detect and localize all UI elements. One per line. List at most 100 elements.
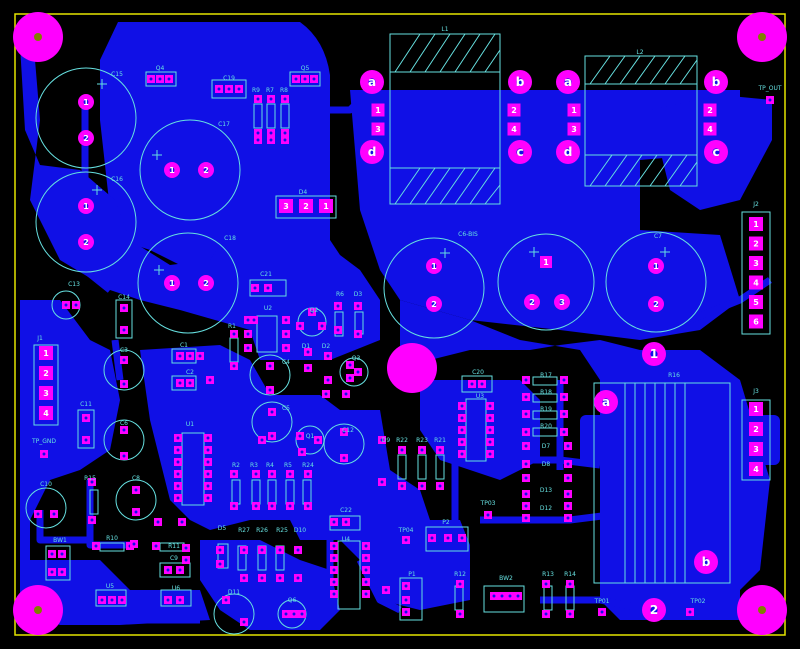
label-d13: D13	[540, 487, 552, 494]
label-d12: D12	[540, 505, 552, 512]
pin-number: 1	[653, 262, 659, 271]
label-c4: C4	[282, 359, 290, 366]
pad	[540, 256, 552, 268]
label-u2: U2	[264, 305, 272, 312]
pad	[299, 199, 313, 213]
pin-number: d	[368, 145, 377, 159]
silkscreen-labels: C15C16C17C18C19C21C14C13C11C10C1C2C3C4C5…	[31, 26, 782, 605]
label-q4: Q4	[156, 65, 165, 72]
pad	[39, 406, 53, 420]
label-c16: C16	[111, 176, 123, 183]
label-r21: R21	[434, 437, 446, 444]
label-c2: C2	[186, 369, 194, 376]
label-d8: D8	[542, 461, 551, 468]
pin-number: a	[602, 395, 610, 409]
pin-number: 2	[431, 300, 437, 309]
pin-number: 2	[753, 425, 759, 434]
label-c11: C11	[80, 401, 92, 408]
pad	[371, 122, 385, 136]
pin-number: 4	[753, 278, 759, 287]
label-j2: J2	[752, 201, 759, 208]
pin-number: 2	[707, 106, 713, 115]
heatsink-pad	[387, 343, 437, 393]
label-c19: C19	[223, 75, 235, 82]
label-r19: R19	[540, 406, 552, 413]
label-r20: R20	[540, 423, 552, 430]
label-q3: Q3	[352, 355, 361, 362]
pin-number: 1	[83, 202, 89, 211]
label-tp_gnd: TP_GND	[31, 438, 56, 445]
label-d7: D7	[542, 443, 551, 450]
pad	[567, 103, 581, 117]
pin-number: 6	[753, 317, 759, 326]
label-r17: R17	[540, 372, 552, 379]
pad	[567, 122, 581, 136]
label-r2: R2	[232, 462, 240, 469]
pad	[749, 402, 763, 416]
pin-number: 3	[753, 259, 759, 268]
label-c18: C18	[224, 235, 236, 242]
pin-number: 3	[283, 202, 289, 211]
label-bw1: BW1	[53, 537, 67, 544]
pad	[279, 199, 293, 213]
label-j1: J1	[36, 335, 43, 342]
label-r3: R3	[250, 462, 258, 469]
pad	[507, 122, 521, 136]
label-l2: L2	[636, 49, 643, 56]
pin-number: 1	[650, 347, 658, 361]
pin-number: 1	[43, 349, 49, 358]
pin-number: 1	[753, 405, 759, 414]
capacitor-outlines	[25, 67, 707, 635]
pin-number: c	[712, 145, 719, 159]
label-tp02: TP02	[690, 598, 706, 605]
label-c3: C3	[120, 347, 128, 354]
pad	[749, 217, 763, 231]
label-r22: R22	[396, 437, 408, 444]
label-bw2: BW2	[499, 575, 513, 582]
label-r10: R10	[106, 535, 118, 542]
label-c14: C14	[118, 294, 130, 301]
label-d4: D4	[299, 189, 308, 196]
pin-number: 1	[571, 106, 577, 115]
label-q6: Q6	[288, 597, 297, 604]
label-r11: R11	[168, 543, 180, 550]
label-j3: J3	[752, 388, 759, 395]
trace-layer	[36, 87, 772, 624]
label-d1: D1	[302, 343, 311, 350]
pin-number: d	[564, 145, 573, 159]
label-u5: U5	[106, 583, 114, 590]
label-r5: R5	[284, 462, 292, 469]
label-u1: U1	[186, 421, 194, 428]
label-c15: C15	[111, 71, 123, 78]
pin-number: 2	[83, 134, 89, 143]
label-c5: C5	[282, 405, 290, 412]
board-outline	[14, 13, 786, 636]
label-tp04: TP04	[398, 527, 414, 534]
label-r24: R24	[302, 462, 314, 469]
label-q1: Q1	[306, 433, 315, 440]
label-p2: P2	[442, 519, 450, 526]
label-r27: R27	[238, 527, 250, 534]
label-d11: D11	[228, 589, 240, 596]
pin-number: 5	[753, 298, 759, 307]
pin-number: 1	[169, 166, 175, 175]
label-d10: D10	[294, 527, 306, 534]
label-r16: R16	[668, 372, 680, 379]
pin-number: 3	[375, 125, 381, 134]
pad	[749, 236, 763, 251]
label-c22: C22	[340, 507, 352, 514]
pin-number: 1	[431, 262, 437, 271]
label-tp01: TP01	[594, 598, 610, 605]
pin-number: 2	[203, 279, 209, 288]
pin-number: 2	[83, 238, 89, 247]
pin-number: 1	[83, 98, 89, 107]
pin-number: b	[702, 555, 711, 569]
pad	[371, 103, 385, 117]
pad	[749, 295, 763, 309]
pin-number: 1	[543, 258, 549, 267]
pad	[39, 386, 53, 400]
pad	[507, 103, 521, 117]
pin-number: a	[368, 75, 376, 89]
label-c12: C12	[342, 427, 354, 434]
label-c21: C21	[260, 271, 272, 278]
